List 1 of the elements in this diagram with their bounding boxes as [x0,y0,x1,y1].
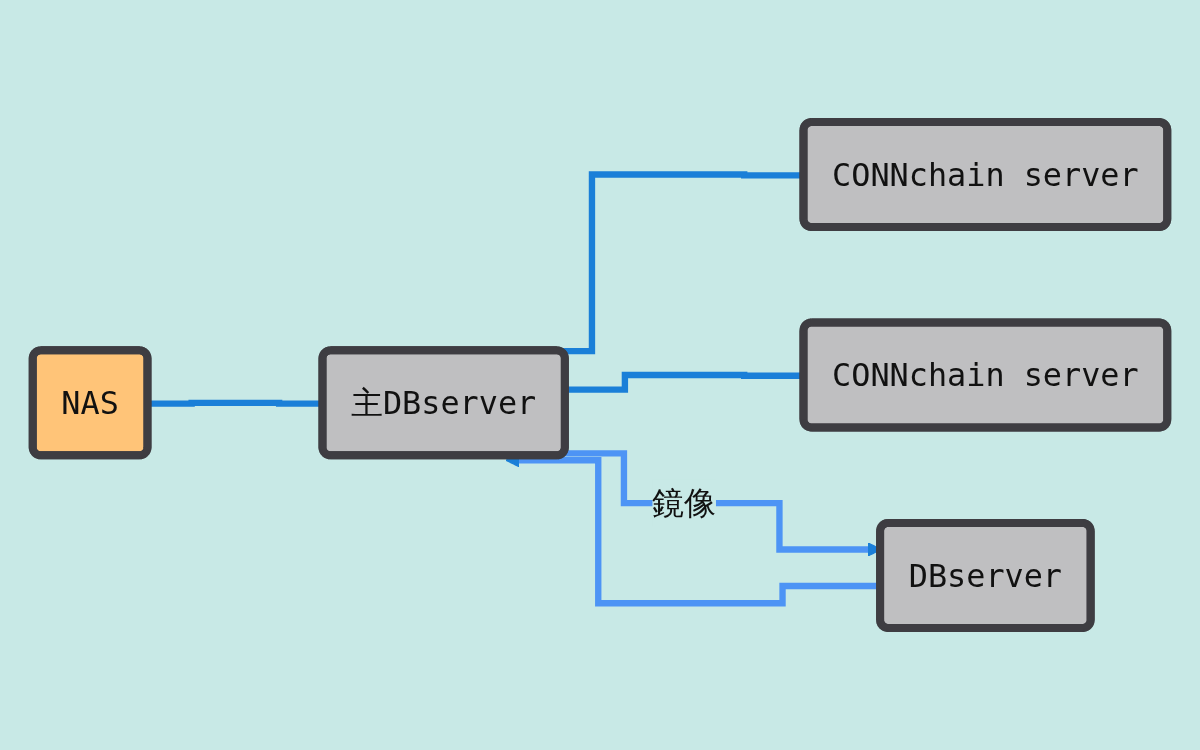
edge-label: 鏡像 [652,483,716,523]
